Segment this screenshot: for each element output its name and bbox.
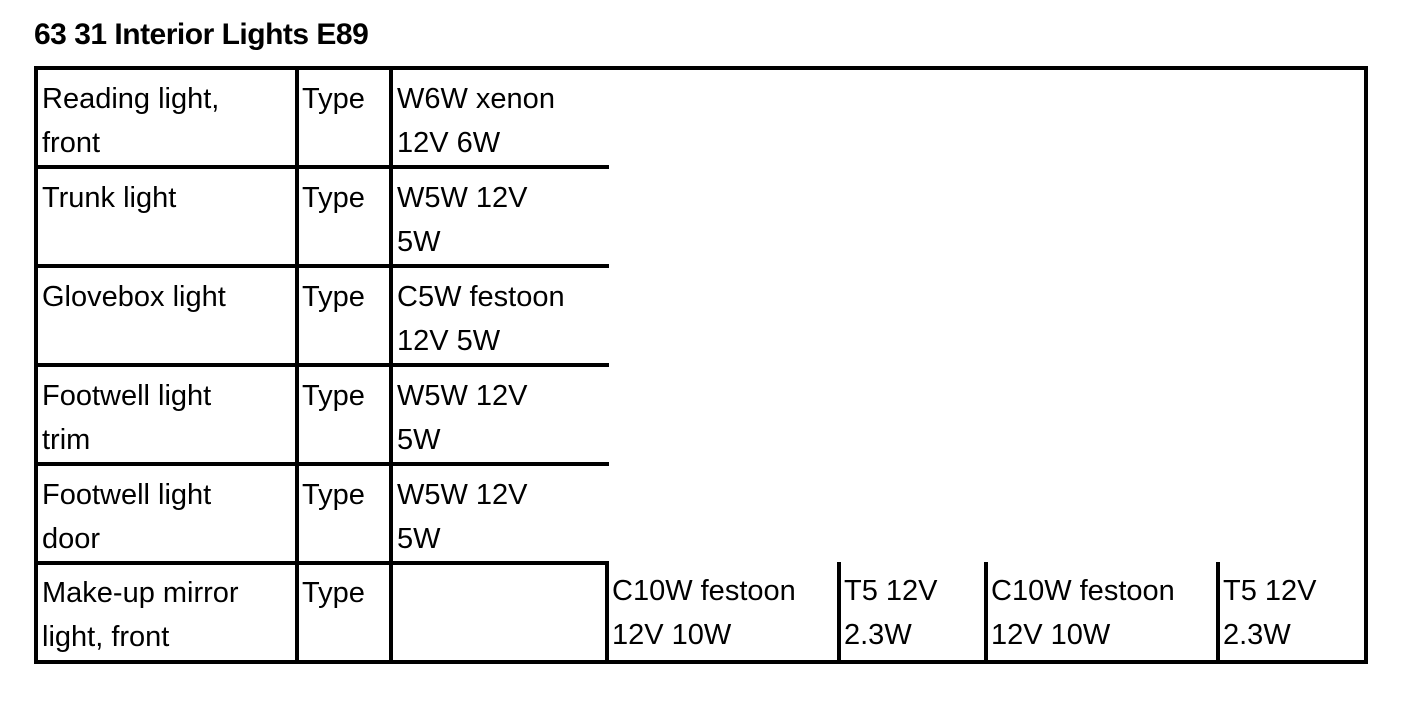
row-type-value: W5W 12V 5W <box>397 380 528 456</box>
row-item: Trunk light <box>42 182 177 214</box>
row-extra-value: T5 12V 2.3W <box>844 575 938 651</box>
row-type-value: W5W 12V 5W <box>397 479 528 555</box>
column-divider <box>984 562 988 664</box>
row-type-label: Type <box>302 577 365 609</box>
column-divider <box>1216 562 1220 664</box>
row-type-label: Type <box>302 479 365 511</box>
row-item: Make-up mirror light, front <box>42 577 239 653</box>
row-extra-value: C10W festoon 12V 10W <box>991 575 1175 651</box>
row-divider <box>34 165 609 169</box>
row-divider <box>34 462 609 466</box>
column-divider <box>605 562 609 664</box>
row-extra-value: C10W festoon 12V 10W <box>612 575 796 651</box>
row-item: Footwell light door <box>42 479 212 555</box>
row-item: Reading light, front <box>42 83 220 159</box>
column-divider <box>837 562 841 664</box>
row-type-value: C5W festoon 12V 5W <box>397 281 565 357</box>
row-divider <box>34 264 609 268</box>
row-type-label: Type <box>302 380 365 412</box>
row-type-label: Type <box>302 182 365 214</box>
row-type-label: Type <box>302 83 365 115</box>
row-item: Footwell light trim <box>42 380 212 456</box>
row-type-value: W6W xenon 12V 6W <box>397 83 555 159</box>
row-item: Glovebox light <box>42 281 226 313</box>
row-divider <box>34 363 609 367</box>
row-type-label: Type <box>302 281 365 313</box>
page-title: 63 31 Interior Lights E89 <box>34 18 369 51</box>
row-extra-value: T5 12V 2.3W <box>1223 575 1317 651</box>
row-type-value: W5W 12V 5W <box>397 182 528 258</box>
row-divider <box>34 561 609 565</box>
